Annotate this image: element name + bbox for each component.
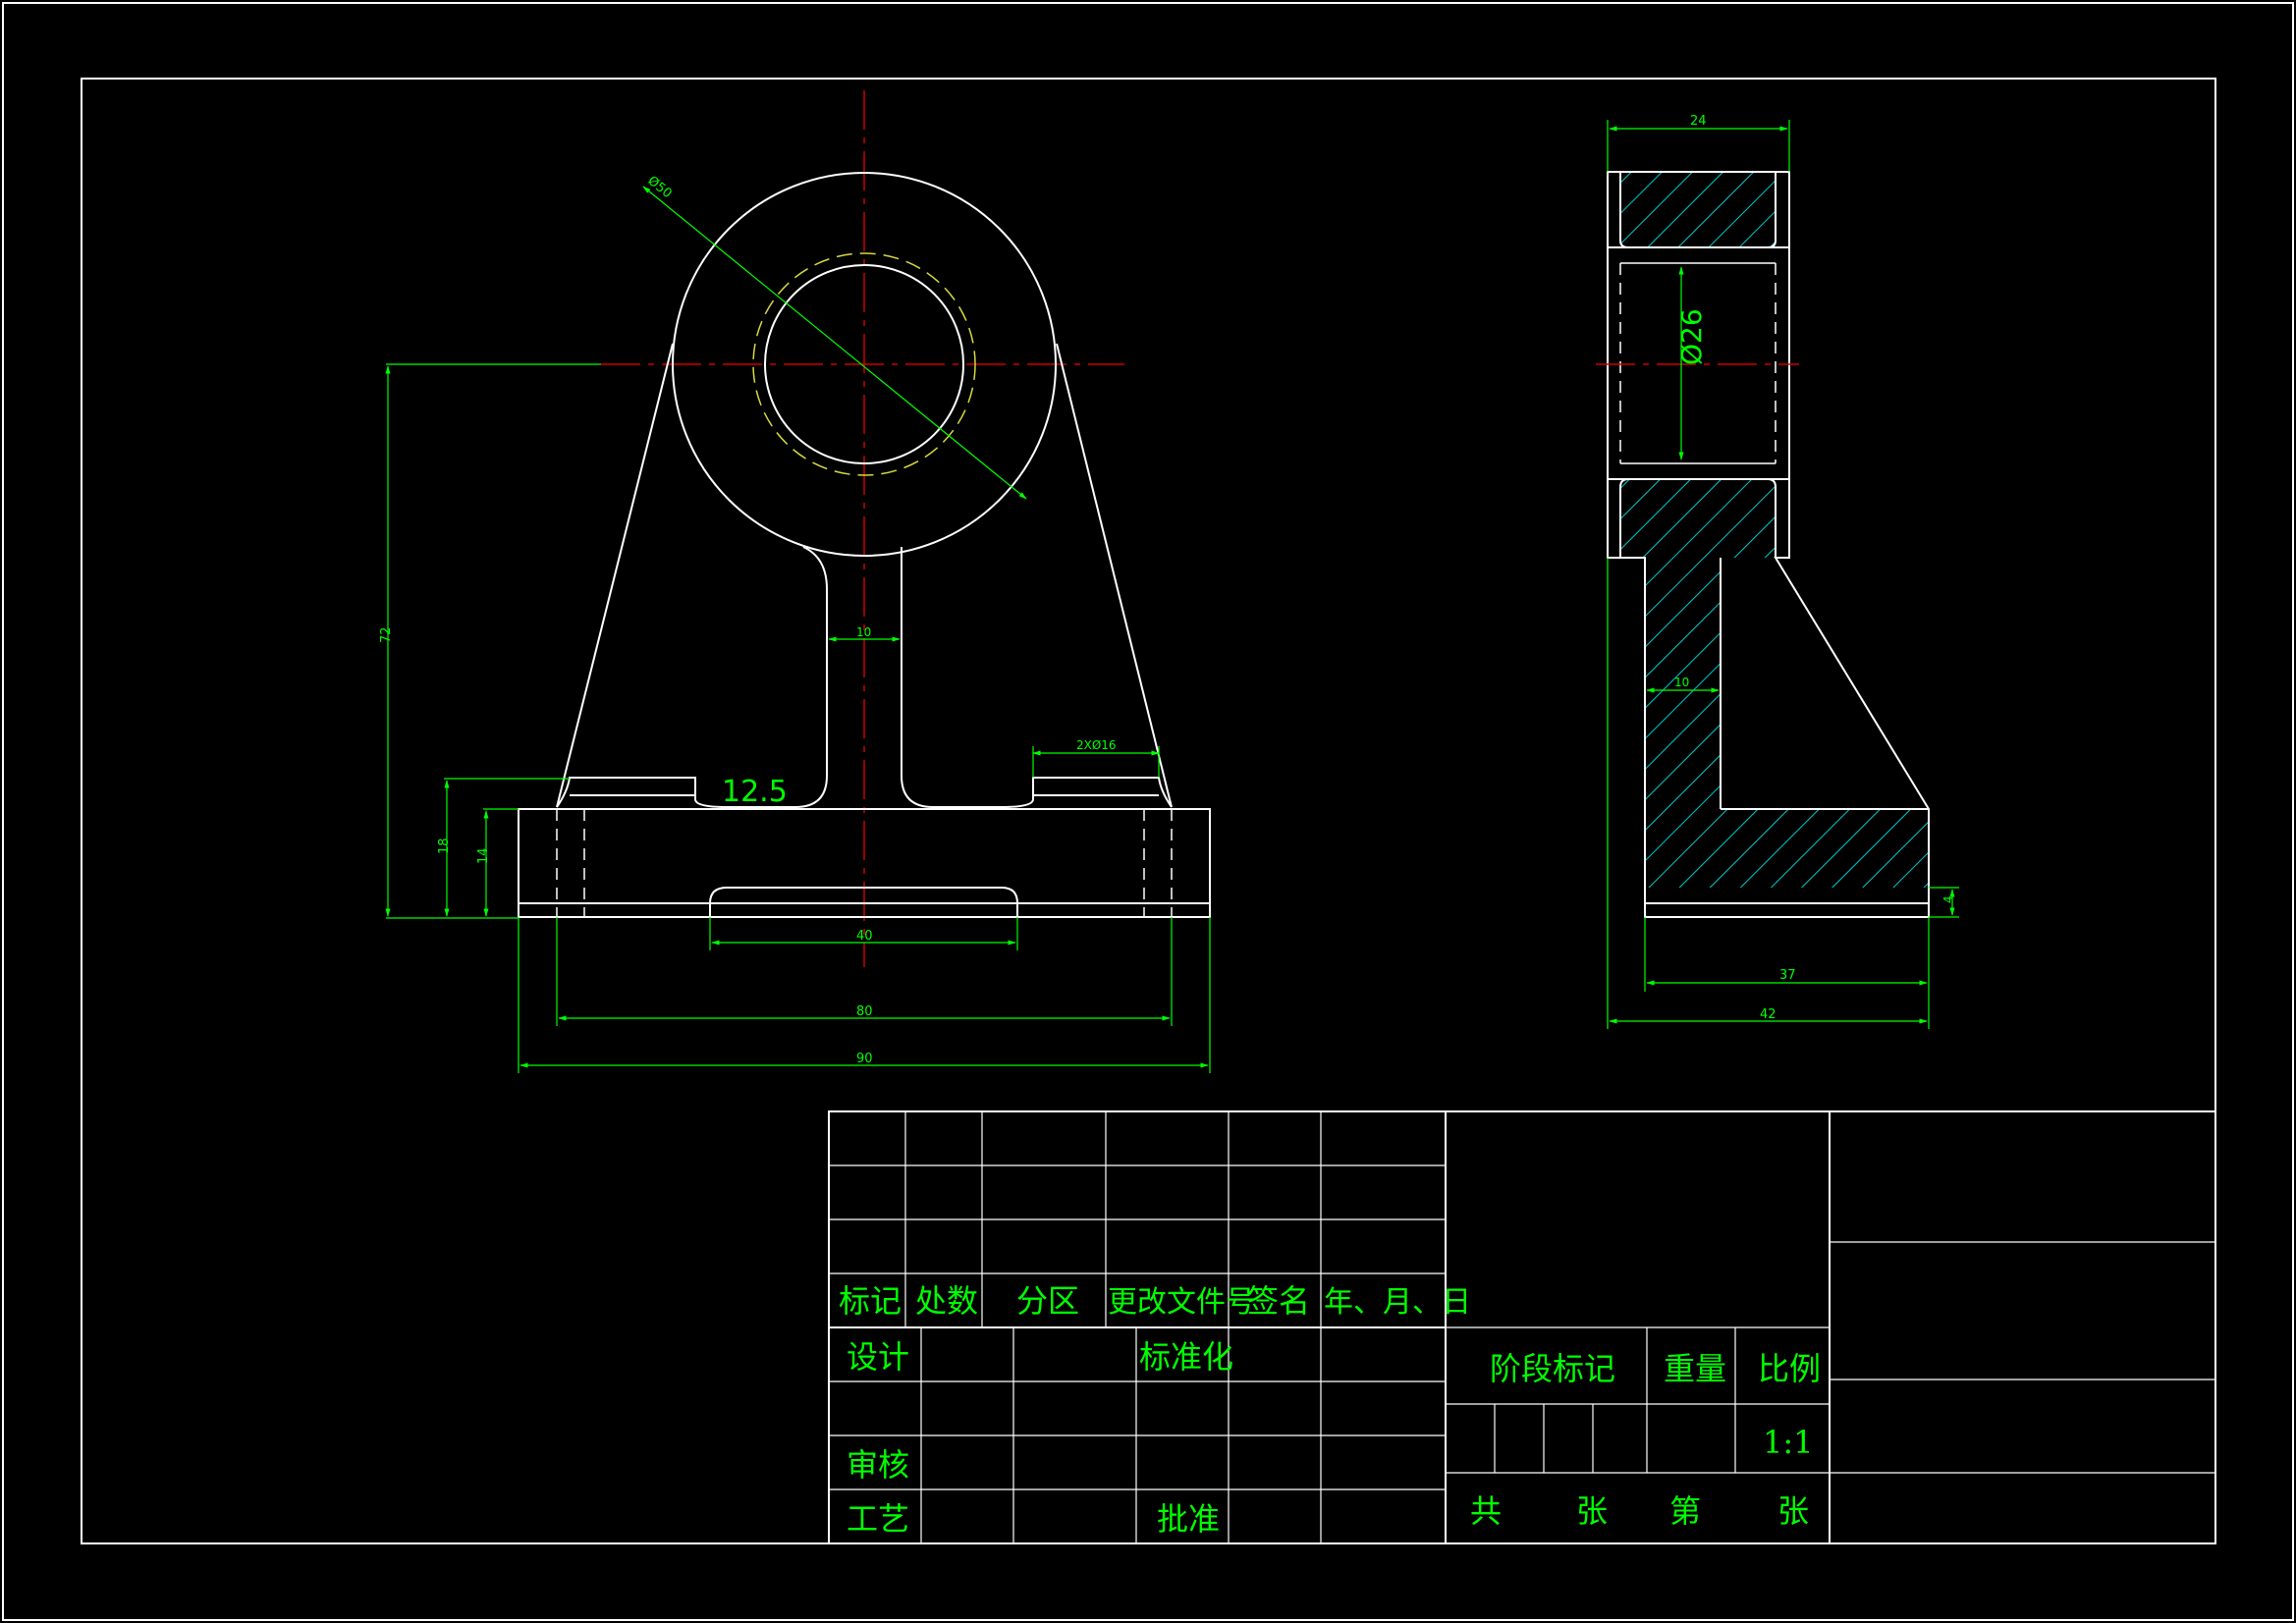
dim-side4: 4 <box>1941 895 1955 903</box>
rev-header-docno: 更改文件号 <box>1108 1285 1255 1320</box>
label-stage-mark: 阶段标记 <box>1490 1350 1615 1387</box>
bottom-slot <box>709 887 1018 917</box>
rev-header-sign: 签名 <box>1247 1282 1310 1320</box>
label-approve: 批准 <box>1157 1500 1220 1538</box>
front-dimension-text: Ø50 72 10 2XØ16 12.5 18 14 40 80 90 <box>379 174 1117 1066</box>
dim-web10: 10 <box>856 625 871 639</box>
dim-bore26: Ø26 <box>1675 308 1708 365</box>
right-rib-line <box>1056 343 1173 808</box>
dim-h14: 14 <box>476 847 491 864</box>
section-top-hatch <box>1620 172 1776 247</box>
label-index: 第 <box>1669 1492 1701 1530</box>
bore-chamfer-bottom <box>1619 478 1777 558</box>
side-dimension-text: 24 Ø26 10 4 37 42 <box>1674 114 1955 1022</box>
scale-value: 1:1 <box>1763 1424 1814 1461</box>
dim-h18: 18 <box>437 838 452 854</box>
dim-height72: 72 <box>379 626 394 643</box>
base-block <box>518 808 1211 918</box>
title-block-grid <box>828 1110 2216 1544</box>
label-total: 共 <box>1470 1492 1502 1530</box>
rev-header-mark: 标记 <box>839 1282 902 1320</box>
section-bottom-hatch <box>1620 479 1929 888</box>
roughness-value: 12.5 <box>722 775 788 809</box>
label-process: 工艺 <box>847 1500 909 1538</box>
rev-header-date: 年、月、日 <box>1324 1285 1471 1320</box>
side-view <box>1596 171 1930 918</box>
dim-side37: 37 <box>1779 968 1796 983</box>
label-scale: 比例 <box>1758 1350 1821 1387</box>
label-weight: 重量 <box>1664 1350 1726 1387</box>
dim-side42: 42 <box>1760 1007 1777 1022</box>
label-design: 设计 <box>847 1338 909 1376</box>
label-standardize: 标准化 <box>1139 1338 1233 1376</box>
dim-side24: 24 <box>1690 114 1707 129</box>
dim-w90: 90 <box>856 1052 873 1066</box>
rev-header-zone: 分区 <box>1016 1282 1079 1320</box>
front-view <box>518 90 1211 967</box>
base-top-right <box>933 777 1173 808</box>
dim-slot40: 40 <box>856 929 873 944</box>
side-dimensions <box>1607 120 1959 1029</box>
web-neck <box>794 546 934 808</box>
rev-header-count: 处数 <box>915 1282 978 1320</box>
label-sheet-unit-1: 张 <box>1576 1492 1608 1530</box>
label-sheet-unit-2: 张 <box>1777 1492 1809 1530</box>
dim-holes: 2XØ16 <box>1076 738 1117 752</box>
dim-dia50: Ø50 <box>644 174 674 202</box>
bore-chamfer-top <box>1619 172 1777 248</box>
dim-w80: 80 <box>856 1004 873 1019</box>
title-block-text: 标记 处数 分区 更改文件号 签名 年、月、日 设计 标准化 审核 工艺 批准 … <box>839 1282 1821 1538</box>
front-dimensions <box>385 186 1211 1073</box>
label-review: 审核 <box>847 1446 909 1484</box>
base-top-left <box>556 777 795 808</box>
dim-side10: 10 <box>1674 676 1689 689</box>
left-rib-line <box>556 343 674 808</box>
